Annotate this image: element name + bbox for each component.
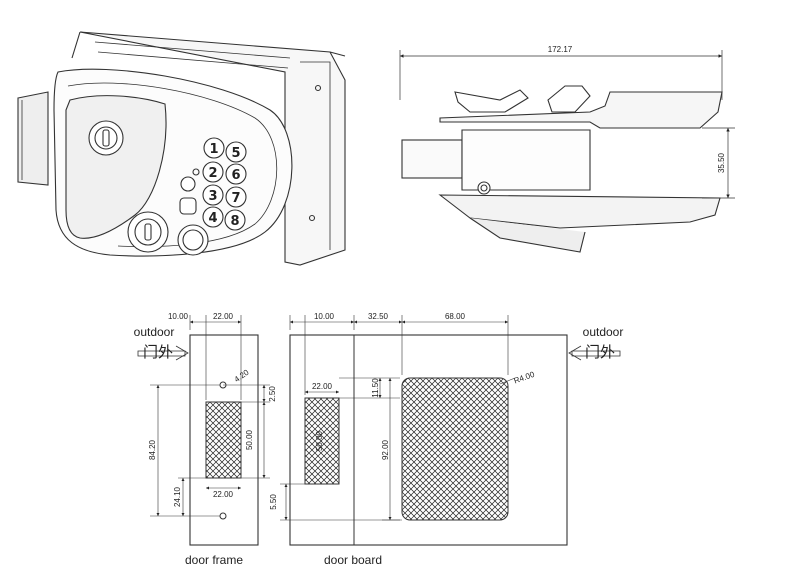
board-cutout-width-dim: 68.00: [445, 312, 466, 321]
svg-text:4: 4: [208, 211, 217, 226]
svg-text:6: 6: [231, 168, 240, 183]
side-height-dimension: 35.50: [717, 152, 726, 173]
key-5-button: 5: [225, 141, 247, 163]
door-frame-caption: door frame: [185, 553, 243, 567]
side-view-dimensions: [399, 50, 735, 199]
frame-left-margin-dim: 10.00: [168, 312, 189, 321]
board-left-margin-dim: 10.00: [314, 312, 335, 321]
keypad: 1 5 2 6 3 7 4 8: [202, 137, 247, 231]
board-outdoor-cn-label: 门外: [585, 343, 615, 361]
board-top-offset-dim: 11.50: [371, 378, 380, 398]
board-offset-dim: 32.50: [368, 312, 389, 321]
board-cutout-height-dim: 92.00: [381, 439, 390, 460]
key-6-button: 6: [225, 163, 247, 185]
frame-outdoor-cn-label: 门外: [143, 343, 173, 361]
door-board-small-cutout: [304, 397, 340, 485]
svg-text:5: 5: [231, 146, 240, 161]
frame-cutout-height-dim: 50.00: [245, 429, 254, 450]
lock-product-view: [17, 31, 346, 266]
frame-top-gap-dim: 2.50: [268, 386, 277, 402]
door-frame-dimensions: [150, 315, 270, 517]
frame-bottom-width-dim: 22.00: [213, 490, 234, 499]
key-3-button: 3: [202, 184, 224, 206]
frame-bottom-offset-dim: 24.10: [173, 486, 182, 507]
svg-text:8: 8: [230, 214, 239, 229]
key-7-button: 7: [225, 186, 247, 208]
door-frame-cutout: [205, 401, 242, 479]
svg-text:3: 3: [208, 189, 217, 204]
board-bottom-offset-dim: 5.50: [269, 494, 278, 510]
door-frame-outdoor-arrow: [137, 350, 186, 357]
door-board-dimensions: [280, 315, 516, 521]
frame-outdoor-label: outdoor: [134, 325, 175, 339]
svg-text:2: 2: [208, 166, 217, 181]
svg-text:1: 1: [209, 142, 218, 157]
frame-width-dim: 22.00: [213, 312, 234, 321]
key-2-button: 2: [202, 161, 224, 183]
key-1-button: 1: [203, 137, 225, 159]
board-small-height-dim: 50.00: [315, 430, 324, 451]
board-outdoor-label: outdoor: [583, 325, 624, 339]
board-small-width-dim: 22.00: [312, 382, 333, 391]
lock-side-view: [401, 85, 723, 253]
door-board-drawing: [289, 334, 621, 546]
side-width-dimension: 172.17: [548, 45, 573, 54]
key-8-button: 8: [224, 209, 246, 231]
door-frame-drawing: [137, 334, 259, 546]
svg-text:7: 7: [231, 191, 240, 206]
door-board-large-cutout: [401, 377, 509, 521]
key-4-button: 4: [202, 206, 224, 228]
frame-total-height-dim: 84.20: [148, 439, 157, 460]
door-board-caption: door board: [324, 553, 382, 567]
